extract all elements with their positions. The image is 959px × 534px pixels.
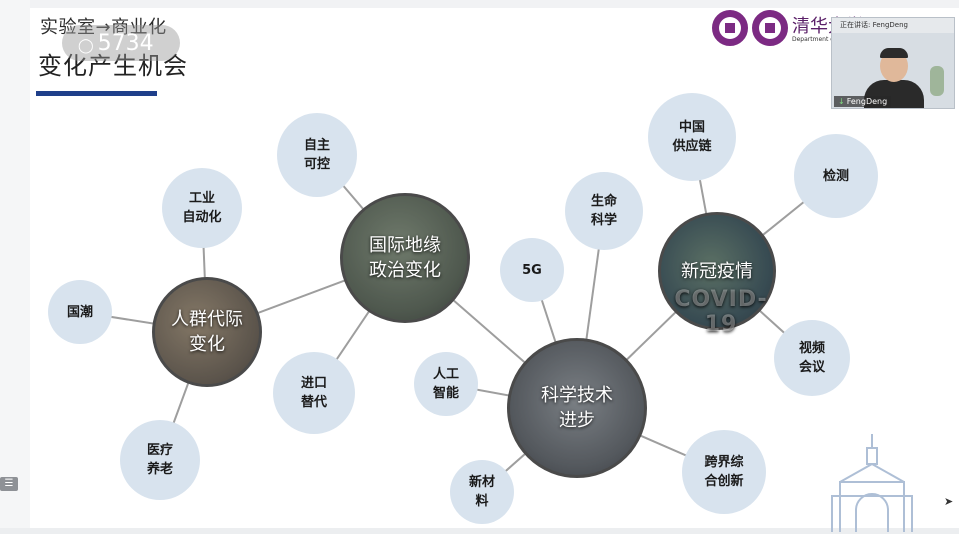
slide-left-margin: [0, 0, 30, 534]
topic-label: 5G: [522, 262, 542, 278]
topic-life-science: 生命 科学: [565, 172, 643, 250]
slide-title: 变化产生机会: [38, 52, 188, 80]
hub-photo-overlay: [661, 215, 773, 327]
hub-label: 新冠疫情: [681, 260, 753, 282]
topic-guochao: 国潮: [48, 280, 112, 344]
topic-label: 新材 料: [468, 475, 495, 509]
topic-cross-border-innovation: 跨界综 合创新: [682, 430, 766, 514]
hub-label: 科学技术 进步: [541, 385, 613, 431]
topic-video-conference: 视频 会议: [774, 320, 850, 396]
topic-healthcare-eldercare: 医疗 养老: [120, 420, 200, 500]
university-logos: 清华大学 Department of E: [712, 10, 864, 48]
hub-people-generation: 人群代际 变化: [152, 277, 262, 387]
topic-china-supply-chain: 中国 供应链: [648, 93, 736, 181]
topic-5g: 5G: [500, 238, 564, 302]
participant-name: FengDeng: [846, 97, 888, 106]
hub-photo-overlay: [510, 341, 644, 475]
participant-count: ◯5734: [78, 31, 154, 56]
hub-label: 人群代际 变化: [171, 309, 243, 355]
speaker-video-tile[interactable]: 正在讲话: FengDeng ↓FengDeng: [831, 17, 955, 109]
participant-count-value: 5734: [97, 31, 154, 56]
topic-label: 自主 可控: [303, 138, 330, 172]
topic-label: 进口 替代: [300, 376, 327, 410]
hub-label: 国际地缘 政治变化: [369, 235, 441, 281]
topic-autonomy: 自主 可控: [277, 113, 357, 197]
topic-label: 工业 自动化: [182, 191, 222, 225]
topic-new-materials: 新材 料: [450, 460, 514, 524]
department-seal-icon: [752, 10, 788, 46]
hub-covid: COVID-19 新冠疫情: [658, 212, 776, 337]
people-icon: ◯: [78, 38, 94, 54]
topic-label: 生命 科学: [590, 194, 617, 228]
slide-list-toggle-icon[interactable]: ☰: [0, 477, 18, 491]
slide-bottom-strip: [0, 528, 959, 534]
topic-industrial-automation: 工业 自动化: [162, 168, 242, 248]
building-watermark-icon: [831, 434, 913, 532]
topic-label: 视频 会议: [798, 341, 825, 375]
topic-label: 跨界综 合创新: [704, 455, 744, 489]
topic-label: 医疗 养老: [146, 443, 173, 477]
topic-label: 人工 智能: [432, 367, 459, 401]
topic-label: 中国 供应链: [672, 120, 712, 154]
mouse-cursor-icon: ➤: [944, 495, 954, 508]
topic-label: 检测: [822, 168, 849, 184]
topic-label: 国潮: [66, 304, 93, 320]
university-seal-icon: [712, 10, 748, 46]
topic-import-substitution: 进口 替代: [273, 352, 355, 434]
participant-count-overlay[interactable]: [62, 25, 180, 61]
department-name: Department of E: [792, 36, 842, 43]
hub-tech-progress: 科学技术 进步: [507, 338, 647, 478]
video-tile-header: 正在讲话: FengDeng: [832, 18, 954, 33]
slide-subtitle: 实验室→商业化: [40, 17, 167, 38]
topic-ai: 人工 智能: [414, 352, 478, 416]
speaking-indicator: 正在讲话: FengDeng: [840, 21, 908, 29]
hub-photo-overlay: [343, 196, 467, 320]
background-plant: [930, 66, 944, 96]
window-top-strip: [0, 0, 959, 8]
topic-testing: 检测: [794, 134, 878, 218]
hub-geopolitics: 国际地缘 政治变化: [340, 193, 470, 323]
hub-photo-overlay: [155, 280, 259, 384]
covid-watermark-text: COVID-19: [674, 287, 768, 337]
title-underline: [36, 91, 157, 96]
participant-name-label: ↓FengDeng: [834, 96, 892, 107]
speaker-hair: [880, 48, 908, 58]
microphone-icon: ↓: [838, 97, 845, 106]
